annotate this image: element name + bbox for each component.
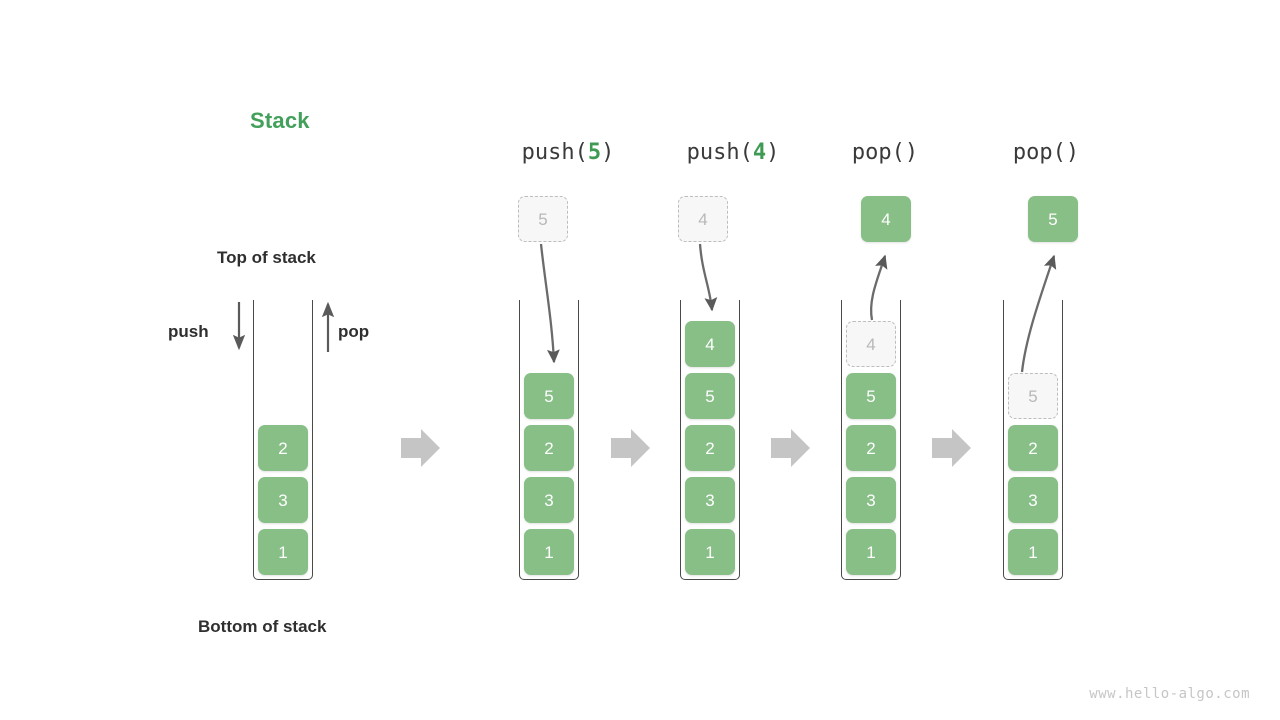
stack-block: 5: [685, 373, 735, 419]
caption-arg: 4: [752, 140, 767, 165]
caption-pop-2: pop(): [1013, 140, 1079, 165]
stack-block: 2: [524, 425, 574, 471]
floating-ghost-block: 5: [518, 196, 568, 242]
stack-container: [680, 300, 740, 580]
stack-ghost-block: 5: [1008, 373, 1058, 419]
stack-block: 3: [1008, 477, 1058, 523]
stack-block: 3: [524, 477, 574, 523]
stack-block: 3: [685, 477, 735, 523]
push-label: push: [168, 322, 209, 341]
stack-block: 2: [258, 425, 308, 471]
caption-pop-1: pop(): [852, 140, 918, 165]
page-title: Stack: [250, 108, 310, 133]
bottom-of-stack-label: Bottom of stack: [198, 617, 327, 636]
floating-popped-block: 5: [1028, 196, 1078, 242]
stack-block: 3: [846, 477, 896, 523]
stack-block: 1: [846, 529, 896, 575]
caption-text: push(: [686, 140, 753, 165]
caption-push-5: push(5): [522, 140, 615, 165]
stack-block: 2: [846, 425, 896, 471]
caption-push-4: push(4): [687, 140, 780, 165]
caption-text: pop(): [1012, 140, 1080, 165]
stack-block: 1: [524, 529, 574, 575]
stack-container: [841, 300, 901, 580]
stack-block: 1: [1008, 529, 1058, 575]
step-separator-arrow-icon: [611, 429, 650, 467]
stack-block: 5: [524, 373, 574, 419]
stack-block: 1: [685, 529, 735, 575]
step-separator-arrow-icon: [401, 429, 440, 467]
stack-ghost-block: 4: [846, 321, 896, 367]
stack-block: 1: [258, 529, 308, 575]
caption-text: push(: [521, 140, 588, 165]
stack-block: 3: [258, 477, 308, 523]
stack-container: [519, 300, 579, 580]
pop-label: pop: [338, 322, 370, 341]
floating-ghost-block: 4: [678, 196, 728, 242]
caption-arg: 5: [587, 140, 602, 165]
caption-text: pop(): [851, 140, 919, 165]
stack-container: [253, 300, 313, 580]
watermark: www.hello-algo.com: [1089, 686, 1250, 702]
step-separator-arrow-icon: [771, 429, 810, 467]
step-separator-arrow-icon: [932, 429, 971, 467]
stack-block: 5: [846, 373, 896, 419]
floating-popped-block: 4: [861, 196, 911, 242]
caption-suffix: ): [766, 140, 780, 165]
stack-block: 2: [1008, 425, 1058, 471]
top-of-stack-label: Top of stack: [217, 248, 316, 267]
stack-block: 4: [685, 321, 735, 367]
stack-container: [1003, 300, 1063, 580]
stack-block: 2: [685, 425, 735, 471]
caption-suffix: ): [601, 140, 615, 165]
